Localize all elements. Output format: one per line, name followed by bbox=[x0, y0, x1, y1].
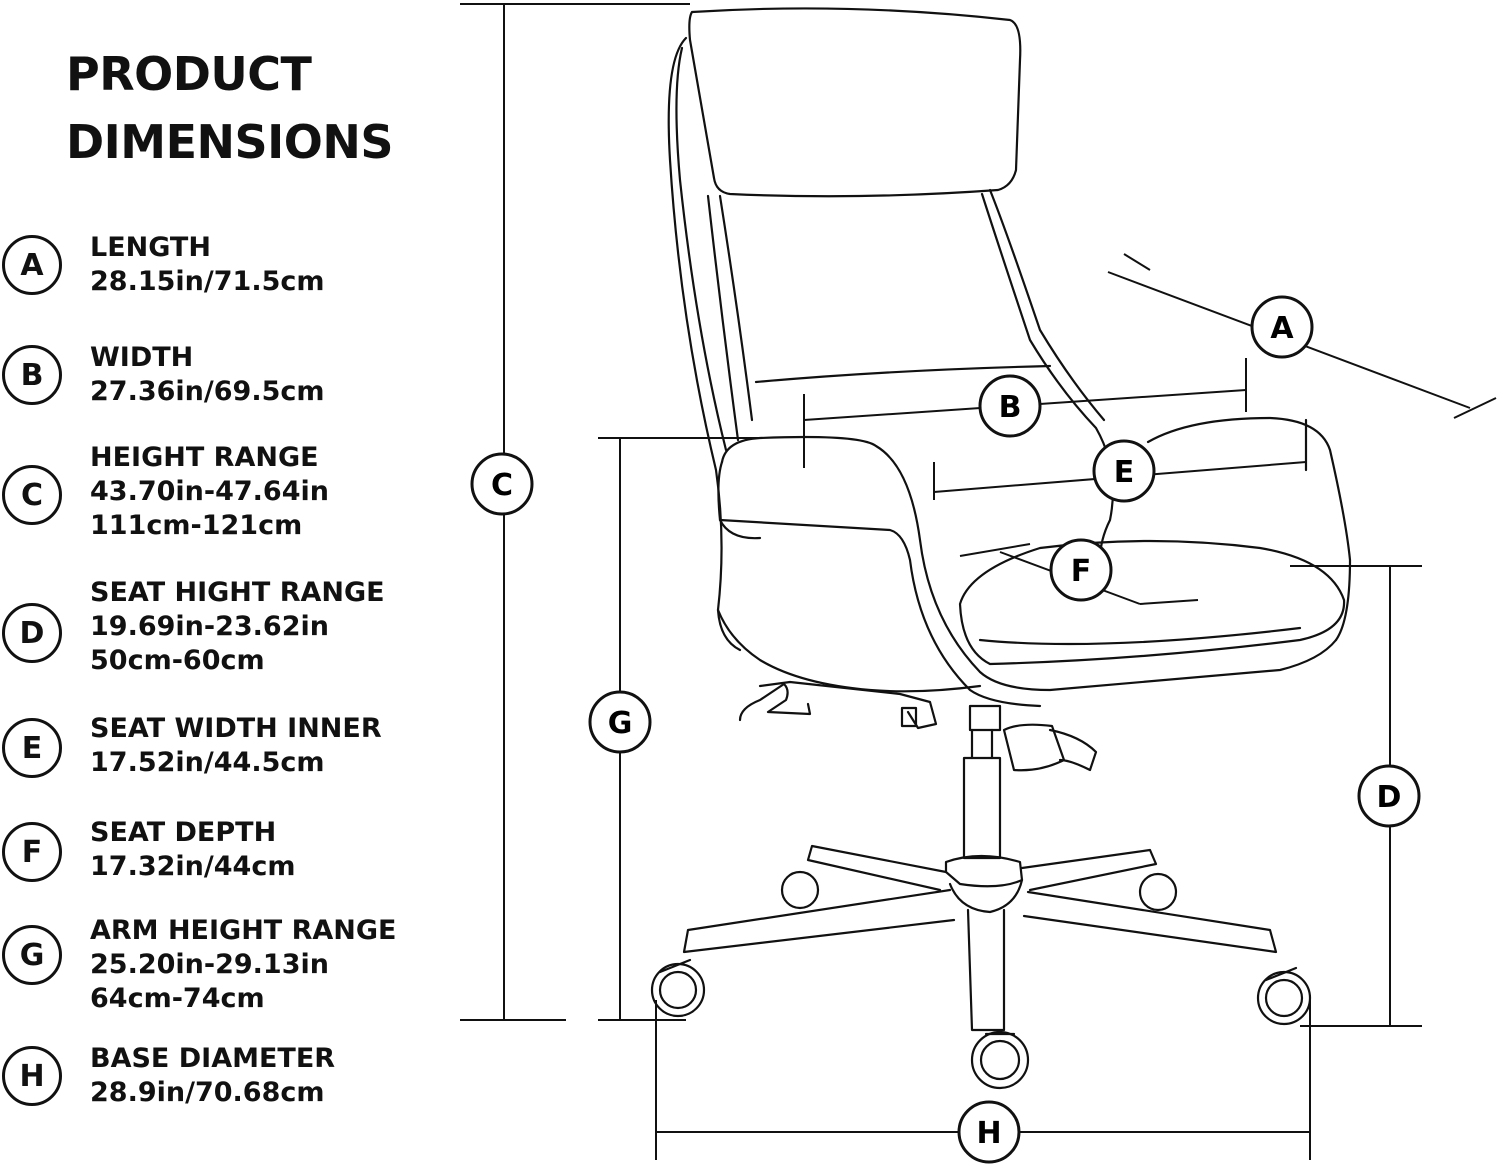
callout-b: B bbox=[978, 374, 1042, 438]
dimension-value: 28.9in/70.68cm bbox=[90, 1077, 325, 1108]
svg-text:D: D bbox=[1377, 780, 1402, 815]
caster-wheel bbox=[970, 1030, 1030, 1090]
dimension-value: 17.52in/44.5cm bbox=[90, 747, 325, 778]
dimension-badge: F bbox=[2, 822, 62, 882]
dimension-label: LENGTH bbox=[90, 232, 211, 263]
dimension-value: 19.69in-23.62in bbox=[90, 611, 329, 642]
dimension-callouts: A B C E F G D H bbox=[470, 295, 1421, 1164]
base-leg-front bbox=[966, 908, 1006, 1032]
dimension-value: 64cm-74cm bbox=[90, 983, 265, 1014]
page-title-line-2: DIMENSIONS bbox=[66, 115, 393, 169]
svg-text:H: H bbox=[976, 1116, 1001, 1151]
svg-text:B: B bbox=[999, 390, 1022, 425]
dimension-value: 17.32in/44cm bbox=[90, 851, 296, 882]
seat-cushion bbox=[958, 539, 1346, 666]
page-title: PRODUCT DIMENSIONS bbox=[66, 40, 393, 176]
dimension-label: SEAT WIDTH INNER bbox=[90, 713, 382, 744]
right-arm bbox=[1146, 416, 1352, 642]
dimension-badge: A bbox=[2, 235, 62, 295]
callout-g: G bbox=[588, 690, 652, 754]
dimension-badge: C bbox=[2, 465, 62, 525]
callout-f: F bbox=[1049, 538, 1113, 602]
dimension-value: 28.15in/71.5cm bbox=[90, 266, 325, 297]
callout-h: H bbox=[957, 1100, 1021, 1164]
callout-d: D bbox=[1357, 764, 1421, 828]
headrest bbox=[688, 7, 1022, 198]
recline-lever bbox=[758, 680, 938, 730]
dimension-label: ARM HEIGHT RANGE bbox=[90, 915, 397, 946]
callout-e: E bbox=[1092, 439, 1156, 503]
base-leg-rear-left bbox=[806, 844, 948, 892]
dimension-badge: H bbox=[2, 1046, 62, 1106]
base-hub bbox=[944, 854, 1024, 888]
dimension-lines bbox=[460, 3, 1497, 1160]
dimension-value: 50cm-60cm bbox=[90, 645, 265, 676]
caster-wheel bbox=[780, 870, 820, 910]
dimension-label: HEIGHT RANGE bbox=[90, 442, 319, 473]
caster-wheel bbox=[1138, 872, 1178, 912]
dimension-label: WIDTH bbox=[90, 342, 194, 373]
dimension-badge: D bbox=[2, 603, 62, 663]
dimension-badge: B bbox=[2, 345, 62, 405]
gas-cylinder bbox=[962, 756, 1002, 860]
base-leg-front-right bbox=[1022, 890, 1278, 954]
dimension-badge: G bbox=[2, 925, 62, 985]
dimension-label: SEAT HIGHT RANGE bbox=[90, 577, 385, 608]
dimension-label: SEAT DEPTH bbox=[90, 817, 277, 848]
callout-a: A bbox=[1250, 295, 1314, 359]
svg-text:C: C bbox=[491, 468, 513, 503]
dimension-value: 43.70in-47.64in bbox=[90, 476, 329, 507]
callout-c: C bbox=[470, 452, 534, 516]
left-arm bbox=[720, 435, 1338, 692]
page-title-line-1: PRODUCT bbox=[66, 47, 312, 101]
base-leg-front-left bbox=[682, 888, 956, 954]
chair-illustration bbox=[650, 7, 1352, 1090]
dimension-label: BASE DIAMETER bbox=[90, 1043, 336, 1074]
svg-text:E: E bbox=[1114, 455, 1135, 490]
svg-text:A: A bbox=[1270, 311, 1294, 346]
back-seam bbox=[754, 364, 1052, 384]
svg-text:F: F bbox=[1071, 554, 1092, 589]
dimension-badge: E bbox=[2, 718, 62, 778]
dimension-value: 25.20in-29.13in bbox=[90, 949, 329, 980]
base-leg-rear-right bbox=[1020, 848, 1158, 892]
dimension-value: 111cm-121cm bbox=[90, 510, 303, 541]
dimension-value: 27.36in/69.5cm bbox=[90, 376, 325, 407]
svg-text:G: G bbox=[608, 706, 633, 741]
